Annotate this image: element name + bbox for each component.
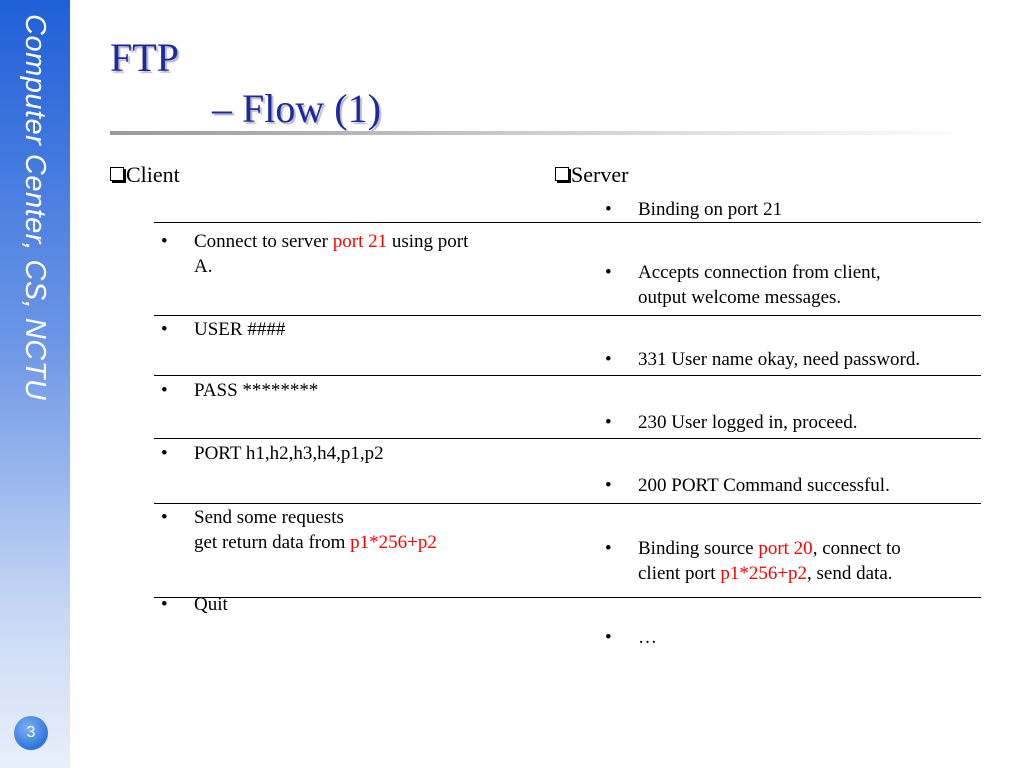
slide-title-line1: FTP	[110, 35, 179, 80]
client-item-user: • USER ####	[161, 319, 286, 340]
row-divider	[154, 222, 981, 223]
server-heading: Server	[555, 162, 628, 188]
highlight-text: port 20	[758, 538, 813, 559]
highlight-text: port 21	[332, 231, 388, 252]
client-item-pass: • PASS ********	[161, 380, 319, 401]
sidebar-org-text: Computer Center, CS, NCTU	[19, 14, 51, 401]
slide-title-line2: – Flow (1)	[212, 86, 381, 131]
row-divider	[154, 503, 981, 504]
client-item-port: • PORT h1,h2,h3,h4,p1,p2	[161, 443, 384, 464]
bullet-icon: •	[605, 475, 612, 496]
bullet-icon: •	[161, 507, 168, 528]
row-divider	[154, 315, 981, 316]
server-item-accepts: • Accepts connection from client, output…	[605, 262, 881, 308]
row-divider	[154, 597, 981, 598]
server-item-230: • 230 User logged in, proceed.	[605, 412, 858, 433]
server-item-331: • 331 User name okay, need password.	[605, 349, 921, 370]
sidebar: Computer Center, CS, NCTU 3	[0, 0, 70, 768]
row-divider	[154, 438, 981, 439]
server-item-binding: • Binding on port 21	[605, 199, 783, 220]
client-item-connect: • Connect to server port 21 using port A…	[161, 231, 469, 277]
row-divider	[154, 375, 981, 376]
server-heading-label: Server	[571, 162, 629, 187]
highlight-text: p1*256+p2	[720, 563, 808, 584]
bullet-icon: •	[161, 380, 168, 401]
bullet-icon: •	[605, 627, 612, 648]
bullet-icon: •	[605, 262, 612, 283]
bullet-icon: •	[605, 538, 612, 559]
title-divider	[110, 131, 970, 135]
server-item-bind-source: • Binding source port 20, connect to cli…	[605, 538, 901, 584]
bullet-icon: •	[161, 443, 168, 464]
server-item-ellipsis: • …	[605, 627, 657, 648]
client-heading: Client	[110, 162, 180, 188]
bullet-icon: •	[161, 231, 168, 252]
bullet-icon: •	[605, 412, 612, 433]
client-item-quit: • Quit	[161, 594, 228, 615]
client-heading-label: Client	[126, 162, 180, 187]
checkbox-bullet-icon	[110, 167, 124, 181]
page-number-badge: 3	[14, 716, 48, 750]
bullet-icon: •	[161, 594, 168, 615]
bullet-icon: •	[605, 349, 612, 370]
highlight-text: p1*256+p2	[350, 532, 437, 553]
server-item-200: • 200 PORT Command successful.	[605, 475, 890, 496]
bullet-icon: •	[161, 319, 168, 340]
client-item-send: • Send some requests get return data fro…	[161, 507, 437, 553]
checkbox-bullet-icon	[555, 167, 569, 181]
bullet-icon: •	[605, 199, 612, 220]
